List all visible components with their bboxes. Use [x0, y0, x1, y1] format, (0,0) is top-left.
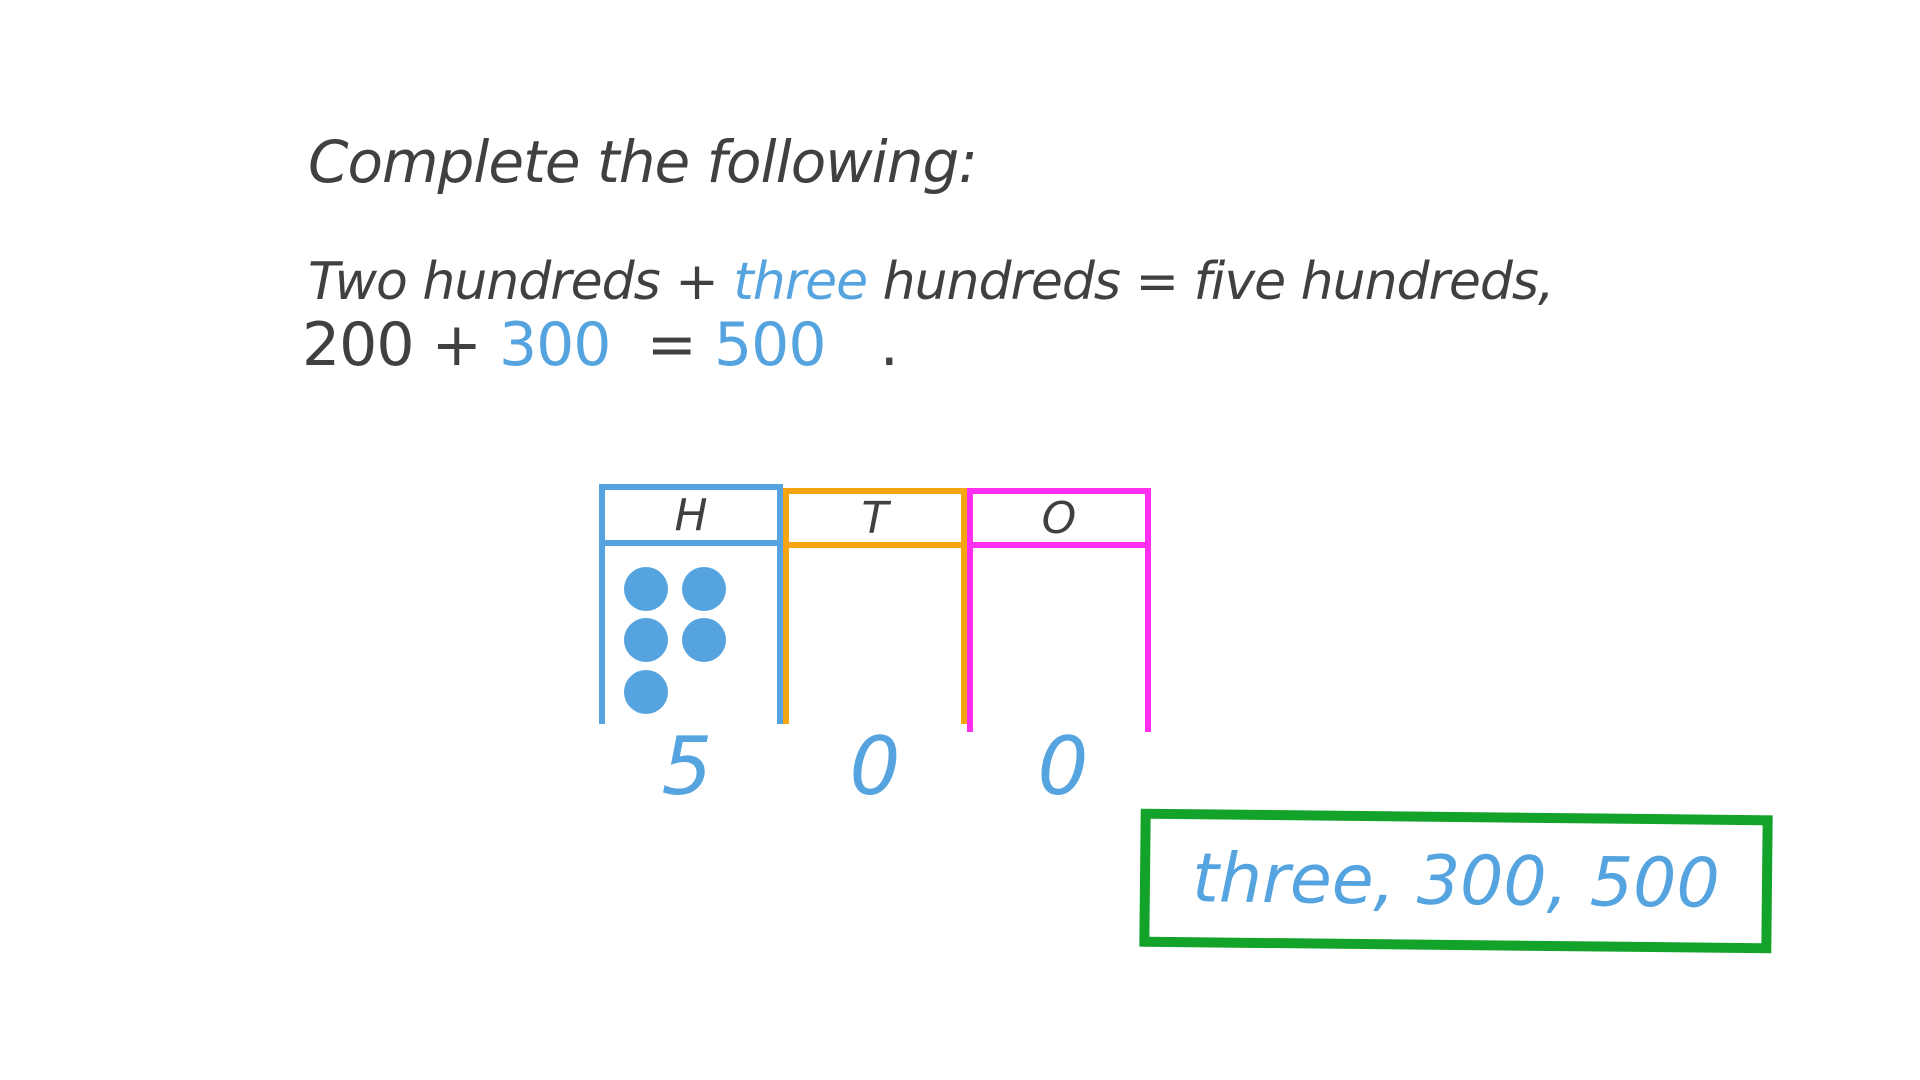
hundreds-header: H: [605, 490, 777, 546]
counter: [624, 618, 668, 662]
question-line-words: Two hundreds + three hundreds = five hun…: [308, 252, 1555, 312]
counter: [624, 567, 668, 611]
ones-digit: 0: [1037, 720, 1089, 813]
line1-part2: hundreds = five hundreds,: [882, 252, 1555, 312]
line2-blank-300: 300: [498, 310, 612, 380]
question-title: Complete the following:: [308, 128, 978, 196]
counter: [682, 618, 726, 662]
counter: [682, 567, 726, 611]
line2-end: .: [879, 310, 899, 380]
question-line-numbers: 200 + 300 = 500 .: [302, 310, 899, 380]
hundreds-digit: 5: [661, 720, 713, 813]
ones-column: [967, 488, 1151, 732]
line1-blank-three: three: [733, 252, 868, 312]
answer-box: three, 300, 500: [1139, 808, 1773, 954]
tens-column: [783, 488, 967, 724]
line2-equals: =: [646, 310, 697, 380]
tens-header: T: [789, 493, 961, 548]
line2-blank-500: 500: [714, 310, 827, 380]
hundreds-column: [599, 484, 783, 724]
counter: [624, 670, 668, 714]
line2-part1: 200 +: [302, 310, 482, 380]
line1-part1: Two hundreds +: [308, 252, 719, 312]
tens-digit: 0: [849, 720, 901, 813]
ones-header: O: [973, 493, 1145, 548]
